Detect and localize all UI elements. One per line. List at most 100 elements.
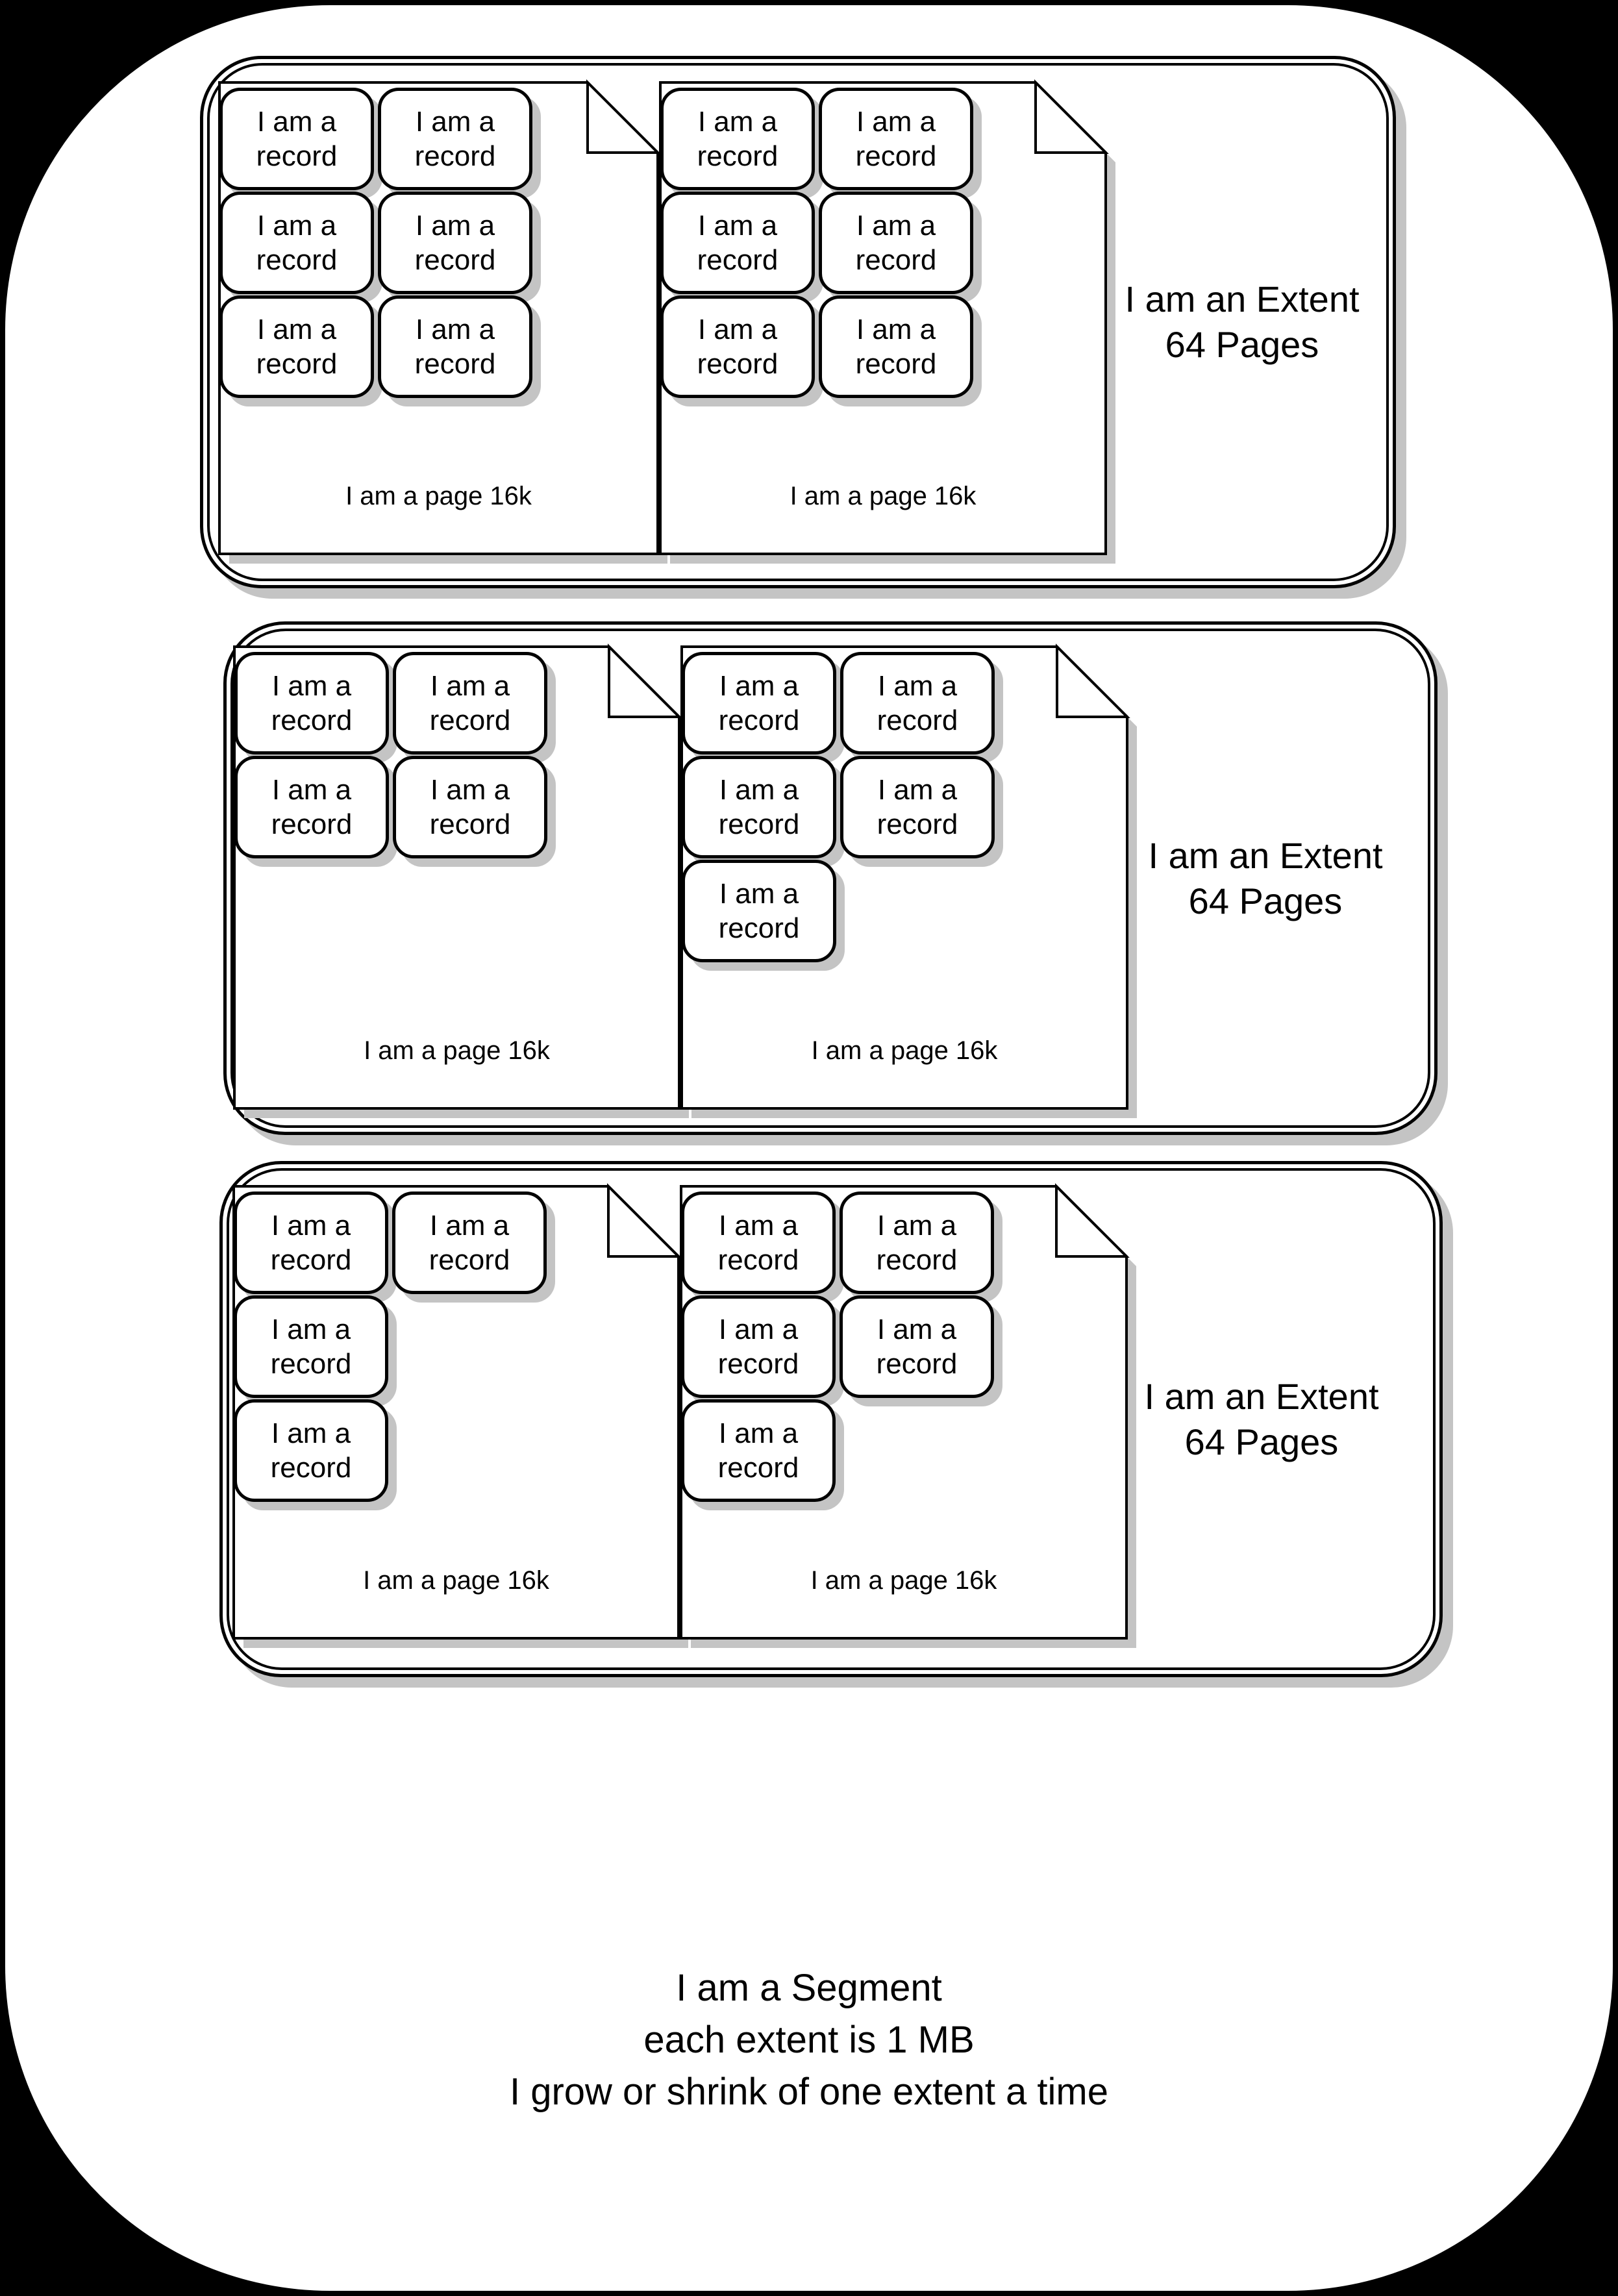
record-label-line-2: record: [717, 1244, 799, 1276]
record: I am a record: [681, 1295, 836, 1398]
record-label-line-1: I am a: [718, 1417, 799, 1449]
record-label-line-2: record: [718, 705, 800, 736]
segment-caption-line-2: each extent is 1 MB: [643, 2019, 975, 2061]
record: I am a record: [393, 756, 547, 858]
record-label-line-1: I am a: [877, 670, 958, 702]
segment-caption: I am a Segment each extent is 1 MB I gro…: [5, 1962, 1613, 2118]
page-label: I am a page 16k: [363, 1566, 549, 1595]
record-label-line-2: record: [270, 1348, 352, 1380]
record-label-line-2: record: [855, 244, 937, 276]
record-label-line-2: record: [270, 1452, 352, 1484]
record-label-line-1: I am a: [430, 670, 510, 702]
record-group: I am a record I am a record I am a recor…: [218, 81, 659, 555]
record: I am a record: [234, 1192, 388, 1294]
record: I am a record: [819, 295, 973, 398]
record-label-line-1: I am a: [271, 1314, 351, 1345]
record: I am a record: [682, 652, 836, 755]
page-fold-icon: [1034, 79, 1109, 154]
record: I am a record: [660, 192, 815, 294]
page-fold-icon: [1055, 1183, 1130, 1258]
record-label-line-1: I am a: [877, 1210, 957, 1242]
record-label-line-1: I am a: [856, 106, 936, 138]
record: I am a record: [681, 1192, 836, 1294]
record: I am a record: [682, 860, 836, 962]
record-label-line-2: record: [270, 1244, 352, 1276]
record: I am a record: [219, 295, 374, 398]
extent-1: I am a record I am a record I am a recor…: [200, 56, 1396, 588]
record-label-line-2: record: [414, 244, 496, 276]
page-fold-icon: [607, 1183, 682, 1258]
record: I am a record: [393, 652, 547, 755]
record-label-line-2: record: [855, 348, 937, 380]
page-group: I am a record I am a record I am a recor…: [223, 1164, 1439, 1674]
page-label: I am a page 16k: [364, 1036, 550, 1065]
record-label-line-2: record: [697, 140, 778, 172]
record-label-line-1: I am a: [415, 314, 495, 345]
record-label-line-2: record: [697, 244, 778, 276]
record-label-line-1: I am a: [271, 670, 352, 702]
page-fold-icon: [608, 643, 682, 718]
record-label-line-1: I am a: [719, 670, 799, 702]
record-label-line-1: I am a: [856, 210, 936, 242]
record-label-line-1: I am a: [256, 314, 337, 345]
record-label-line-2: record: [271, 705, 353, 736]
record-label-line-1: I am a: [718, 1210, 799, 1242]
extent-label-line-1: I am an Extent: [1148, 834, 1383, 876]
record-label-line-2: record: [429, 1244, 510, 1276]
record: I am a record: [819, 88, 973, 190]
record-label-line-2: record: [717, 1452, 799, 1484]
extent-2: I am a record I am a record I am a recor…: [223, 621, 1438, 1135]
record-label-line-1: I am a: [256, 210, 337, 242]
record-label-line-1: I am a: [415, 210, 495, 242]
extent-label-line-2: 64 Pages: [1165, 324, 1319, 365]
record-label-line-1: I am a: [697, 210, 778, 242]
record: I am a record: [378, 295, 532, 398]
record-label-line-2: record: [429, 705, 511, 736]
record: I am a record: [840, 756, 995, 858]
extent-label: I am an Extent 64 Pages: [1099, 277, 1385, 368]
record-group: I am a record I am a record I am a recor…: [680, 1185, 1128, 1640]
record-label-line-1: I am a: [697, 106, 778, 138]
extent-label-line-2: 64 Pages: [1184, 1421, 1339, 1462]
record-label-line-1: I am a: [271, 1210, 351, 1242]
record: I am a record: [682, 756, 836, 858]
record: I am a record: [840, 1295, 994, 1398]
record-label-line-2: record: [256, 348, 338, 380]
extent-3-page-1: I am a record I am a record I am a recor…: [232, 1183, 688, 1648]
record: I am a record: [378, 88, 532, 190]
record-label-line-2: record: [876, 1348, 958, 1380]
record-label-line-2: record: [877, 705, 958, 736]
record: I am a record: [234, 1399, 388, 1502]
segment-caption-line-3: I grow or shrink of one extent a time: [510, 2071, 1108, 2113]
record-group: I am a record I am a record I am a recor…: [232, 1185, 680, 1640]
record-label-line-1: I am a: [877, 1314, 957, 1345]
extent-1-page-1: I am a record I am a record I am a recor…: [218, 79, 667, 564]
record-label-line-2: record: [717, 1348, 799, 1380]
record-label-line-1: I am a: [697, 314, 778, 345]
record-label-line-2: record: [271, 808, 353, 840]
page-group: I am a record I am a record I am a recor…: [227, 625, 1434, 1132]
record-label-line-1: I am a: [256, 106, 337, 138]
record-label-line-2: record: [718, 912, 800, 944]
record-group: I am a record I am a record I am a recor…: [659, 81, 1107, 555]
extent-label: I am an Extent 64 Pages: [1119, 1374, 1404, 1465]
extent-label-line-1: I am an Extent: [1144, 1375, 1379, 1417]
record-label-line-2: record: [718, 808, 800, 840]
record-label-line-1: I am a: [271, 1417, 351, 1449]
segment-caption-line-1: I am a Segment: [676, 1967, 942, 2009]
page-label: I am a page 16k: [811, 1036, 998, 1065]
record-label-line-1: I am a: [415, 106, 495, 138]
record-group: I am a record I am a record I am a recor…: [680, 645, 1128, 1110]
record-label-line-1: I am a: [429, 1210, 510, 1242]
record-label-line-1: I am a: [718, 1314, 799, 1345]
record-label-line-1: I am a: [856, 314, 936, 345]
extent-label: I am an Extent 64 Pages: [1123, 833, 1408, 924]
record-label-line-1: I am a: [719, 774, 799, 806]
record: I am a record: [681, 1399, 836, 1502]
record-label-line-2: record: [855, 140, 937, 172]
record-label-line-1: I am a: [271, 774, 352, 806]
page-label: I am a page 16k: [810, 1566, 997, 1595]
page-fold-icon: [1056, 643, 1130, 718]
record-label-line-1: I am a: [877, 774, 958, 806]
